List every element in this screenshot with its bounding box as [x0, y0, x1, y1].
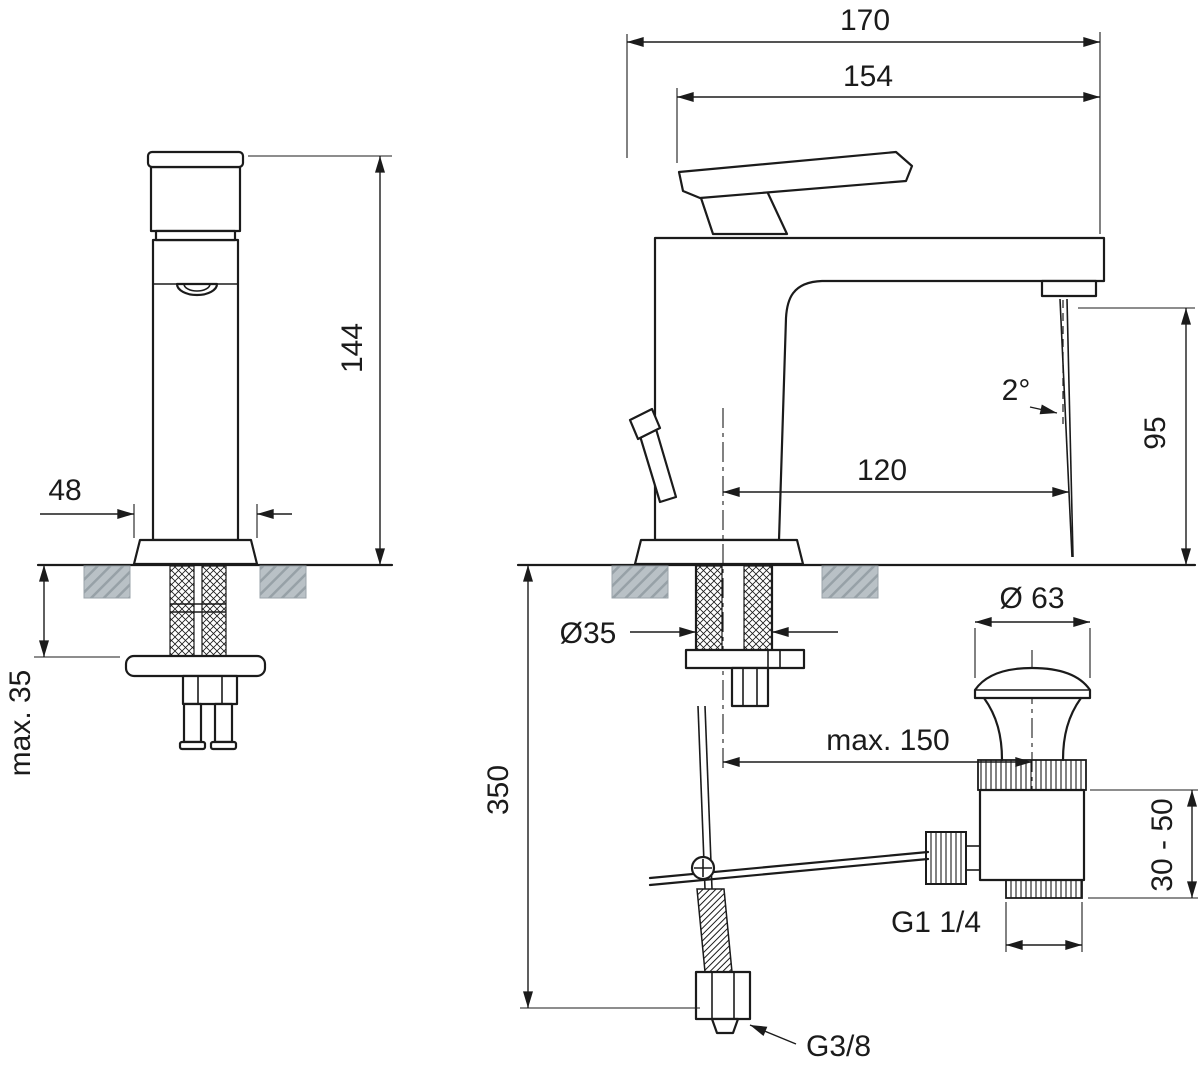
dim-text-154: 154 [843, 60, 893, 93]
angle-leader [1029, 404, 1058, 415]
water-stream [1059, 298, 1073, 558]
waste-neck-right [1061, 696, 1083, 762]
dim-spout-reach: 120 [723, 454, 1069, 498]
supply-pipe-right [213, 702, 234, 744]
dim-text-48: 48 [48, 474, 81, 507]
front-view: 48 144 max. 35 [4, 150, 394, 776]
shank-hatch-right [743, 565, 773, 651]
waste-tailpiece [1005, 879, 1083, 899]
handle-lever [677, 150, 914, 200]
popup-pull-rod-knob [628, 407, 662, 441]
handle-front [149, 165, 242, 233]
body-and-spout [653, 236, 1106, 542]
dim-hose-length: 350 [482, 565, 700, 1009]
dim-body-depth: 154 [676, 60, 1100, 163]
neck-ring-front [154, 229, 237, 242]
supply-pipe-left [182, 702, 203, 744]
dim-base-width: 48 [40, 474, 292, 538]
dim-supply-thread: G3/8 [749, 1024, 871, 1063]
braided-hose [696, 888, 733, 973]
dim-text-30-50: 30 - 50 [1146, 798, 1179, 891]
dim-text-angle: 2° [1002, 374, 1031, 407]
dim-text-g114: G1 1/4 [891, 906, 981, 939]
popup-rod [648, 857, 930, 887]
dim-spout-height: 95 [1078, 307, 1195, 565]
dim-text-144: 144 [336, 323, 369, 373]
clamp-bracket [684, 648, 806, 670]
dim-height-range: 30 - 50 [1088, 789, 1198, 899]
dim-overall-depth: 170 [626, 4, 1101, 234]
waste-neck-left [982, 696, 1004, 762]
water-stream-group: 2° [1002, 298, 1074, 558]
dim-text-max150: max. 150 [826, 724, 949, 757]
dim-outlet-thread: G1 1/4 [891, 902, 1083, 952]
faucet-front [132, 150, 259, 566]
dim-text-350: 350 [482, 765, 515, 815]
base-flange-side [633, 538, 805, 566]
threaded-stud-right [201, 565, 227, 657]
connector-nipple [710, 1017, 740, 1035]
dim-height: 144 [248, 155, 392, 565]
side-view: 2° 170 154 95 120 [482, 4, 1198, 1063]
deck-section-right-side [821, 565, 879, 599]
waste-assembly [925, 650, 1092, 899]
shank-hatch-left [695, 565, 723, 651]
handle-cap-front [146, 150, 245, 169]
dim-hole-diameter: Ø35 [560, 617, 838, 650]
dim-text-170: 170 [840, 4, 890, 37]
deck-section-left [83, 565, 131, 599]
threaded-stud-left [169, 565, 195, 657]
deck-section-right [259, 565, 307, 599]
hose-connector-nut [694, 970, 752, 1021]
waste-cap [973, 666, 1092, 700]
dim-text-95: 95 [1139, 416, 1172, 449]
knurled-nut [925, 831, 967, 885]
mounting-side [684, 564, 806, 708]
faucet-side [628, 150, 1106, 772]
pipe-end-right [209, 740, 238, 751]
dim-text-d63: Ø 63 [999, 582, 1064, 615]
aerator-front [175, 282, 219, 297]
base-flange-front [132, 538, 259, 566]
water-stream-inner [1066, 298, 1074, 558]
dim-text-max-35: max. 35 [4, 670, 37, 777]
dim-flange-diameter: Ø 63 [974, 582, 1091, 678]
dim-text-hole: Ø35 [560, 617, 617, 650]
dim-text-g38: G3/8 [806, 1030, 871, 1063]
hose-and-rod [648, 705, 930, 1035]
shank-nut [730, 666, 770, 708]
aerator-inner [183, 283, 211, 292]
washer-plate [124, 654, 267, 678]
dim-rod-reach: max. 150 [723, 724, 1032, 768]
dim-text-120: 120 [857, 454, 907, 487]
waste-body [978, 788, 1086, 882]
waste-thread-band [977, 759, 1087, 791]
dim-deck-thickness: max. 35 [4, 565, 120, 776]
mounting-front [124, 565, 267, 751]
mounting-nut [181, 674, 239, 706]
deck-section-left-side [611, 565, 669, 599]
aerator-side [1040, 279, 1098, 298]
flex-hose-line [704, 705, 713, 890]
pipe-end-left [178, 740, 207, 751]
